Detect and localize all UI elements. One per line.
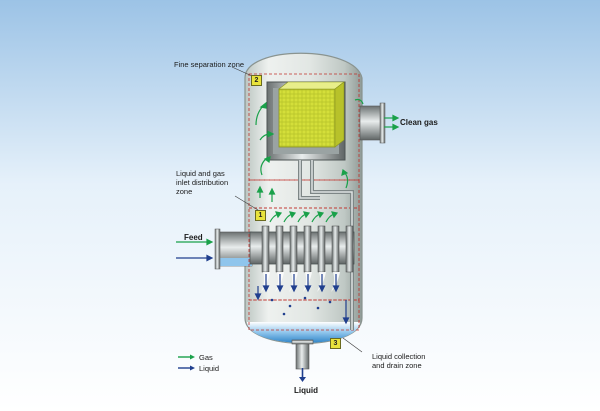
label-liquid-collection: Liquid collection and drain zone (372, 352, 425, 370)
leader-lines (231, 66, 363, 353)
label-inlet-distribution-line2: inlet distribution (176, 178, 229, 187)
label-fine-separation: Fine separation zone (174, 60, 245, 69)
legend-gas-label: Gas (199, 353, 213, 362)
collected-liquid (247, 322, 360, 343)
label-feed: Feed (184, 233, 203, 242)
legend-arrows (178, 354, 195, 371)
label-inlet-distribution-line1: Liquid and gas (176, 169, 225, 178)
label-clean-gas: Clean gas (400, 118, 438, 127)
zone-1-badge: 1 (255, 210, 266, 221)
label-liquid-collection-line1: Liquid collection (372, 352, 426, 361)
liquid-flow-arrows (176, 254, 350, 325)
clean-gas-nozzle (359, 105, 383, 141)
label-liquid-outlet: Liquid (294, 386, 318, 395)
gas-flow-arrows (176, 98, 400, 246)
zone-2-badge: 2 (251, 75, 262, 86)
label-inlet-distribution: Liquid and gas inlet distribution zone (176, 169, 228, 196)
demister-packing (278, 88, 336, 148)
label-liquid-collection-line2: and drain zone (372, 361, 422, 370)
label-inlet-distribution-line3: zone (176, 187, 193, 196)
zone-3-outline (248, 299, 360, 331)
zone-3-badge: 3 (330, 338, 341, 349)
legend-liquid-label: Liquid (199, 364, 220, 373)
liquid-drops (270, 296, 332, 316)
liquid-outlet-pipe (295, 342, 310, 370)
